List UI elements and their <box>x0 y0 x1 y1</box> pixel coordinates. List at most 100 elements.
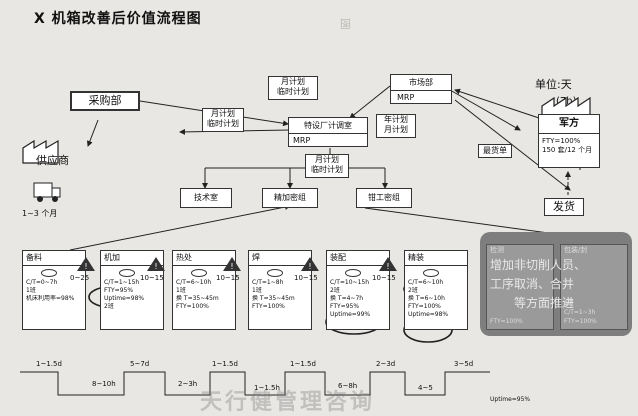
timeline-top-label: 3~5d <box>454 360 474 368</box>
process-box: 精装 C/T=6~10h 2班 换 T=6~10h FTY=100% Uptim… <box>404 250 468 330</box>
watermark: 天行健管理咨询 <box>200 390 376 415</box>
machining-box: 精加密组 <box>262 188 318 208</box>
inventory-triangle-icon: ! <box>223 257 241 271</box>
process-metric: 2班 <box>330 287 340 294</box>
timeline-top-label: 5~7d <box>130 360 150 368</box>
process-title: 精装 <box>405 251 467 266</box>
svg-text:!: ! <box>308 262 311 271</box>
operator-icon <box>41 269 57 277</box>
customer-volume: 150 套/12 个月 <box>542 146 593 154</box>
packing-fty: FTY=100% <box>564 318 597 325</box>
improvement-panel: 检测 FTY=100% 包装/封 1班 C/T=1~3h FTY=100% 增加… <box>480 232 632 336</box>
customer-box: 军方 FTY=100% 150 套/12 个月 <box>538 114 600 168</box>
inventory-triangle-icon: ! <box>301 257 319 271</box>
inspection-title: 检测 <box>490 246 504 254</box>
timeline-bottom-label: 6~8h <box>338 382 358 390</box>
process-metric: C/T=1~8h <box>252 279 284 286</box>
inventory-qty: 10~15 <box>140 274 164 282</box>
unit-label: 单位:天 <box>535 78 572 91</box>
process-metric: C/T=6~10h <box>408 279 444 286</box>
packing-box: 包装/封 1班 C/T=1~3h FTY=100% <box>560 244 628 330</box>
inventory-qty: 0~25 <box>70 274 90 282</box>
marketing-mrp: MRP <box>397 93 415 102</box>
inventory-qty: 10~15 <box>294 274 318 282</box>
process-metric: FTY=100% <box>252 303 285 310</box>
process-metric: C/T=6~10h <box>176 279 212 286</box>
process-metric: C/T=1~15h <box>104 279 140 286</box>
timeline-footer: Uptime=95% <box>490 396 531 403</box>
inspection-fty: FTY=100% <box>490 318 523 325</box>
inventory-triangle-icon: ! <box>77 257 95 271</box>
inventory-qty: 10~15 <box>216 274 240 282</box>
process-metric: C/T=0~7h <box>26 279 58 286</box>
page-title: X 机箱改善后价值流程图 <box>34 11 202 27</box>
process-metric: FTY=100% <box>176 303 209 310</box>
purchasing-box: 采购部 <box>70 91 140 111</box>
process-metric: 换 T=4~7h <box>330 295 364 302</box>
svg-text:!: ! <box>386 262 389 271</box>
packing-shift: 1班 <box>564 300 574 307</box>
process-title: 机加 <box>101 251 163 266</box>
timeline-bottom-label: 1~1.5h <box>254 384 280 392</box>
inventory-qty: 10~15 <box>372 274 396 282</box>
operator-icon <box>267 269 283 277</box>
svg-text:!: ! <box>154 262 157 271</box>
process-box: 焊 C/T=1~8h 1班 换 T=35~45m FTY=100% <box>248 250 312 330</box>
process-metric: FTY=95% <box>330 303 360 310</box>
plan-left-line2: 临时计划 <box>207 119 239 128</box>
process-metric: FTY=100% <box>408 303 441 310</box>
process-metric: 1班 <box>26 287 36 294</box>
process-title: 热处 <box>173 251 235 266</box>
customer-fty: FTY=100% <box>542 137 581 145</box>
timeline-bottom-label: 4~5 <box>418 384 433 392</box>
plan-top-line2: 临时计划 <box>277 87 309 96</box>
planning-box: 特设厂计调室 MRP <box>288 117 368 147</box>
planning-mrp: MRP <box>293 136 311 145</box>
process-box: 机加 C/T=1~15h FTY=95% Uptime=98% 2班 <box>100 250 164 330</box>
improvement-line: 增加非切削人员、 <box>490 258 587 272</box>
plan-right-line2: 月计划 <box>384 125 408 134</box>
customer-factory-icon <box>541 96 591 116</box>
process-metric: Uptime=99% <box>330 311 371 318</box>
improvement-text: 增加非切削人员、 工序取消、合并 等方面推进 <box>490 256 586 313</box>
packing-ct: C/T=1~3h <box>564 309 596 316</box>
process-metric: 1班 <box>176 287 186 294</box>
delivery-label: 发货 <box>553 200 575 213</box>
packing-title: 包装/封 <box>564 246 588 254</box>
process-box: 装配 C/T=10~15h 2班 换 T=4~7h FTY=95% Uptime… <box>326 250 390 330</box>
marketing-box: 市场部 MRP <box>390 74 452 104</box>
timeline-top-label: 1~1.5d <box>290 360 316 368</box>
process-metric: FTY=95% <box>104 287 134 294</box>
operator-icon <box>345 269 361 277</box>
assembly-box: 钳工密组 <box>356 188 412 208</box>
inspection-box: 检测 FTY=100% <box>486 244 554 330</box>
plan-mid-line2: 临时计划 <box>311 165 343 174</box>
svg-text:!: ! <box>84 262 87 271</box>
operator-icon <box>119 269 135 277</box>
operator-icon <box>191 269 207 277</box>
machining-label: 精加密组 <box>274 193 306 202</box>
planning-label: 特设厂计调室 <box>289 118 367 134</box>
plan-left-box: 月计划 临时计划 <box>202 108 244 132</box>
improvement-line: 等方面推进 <box>514 296 575 310</box>
timeline-bottom-label: 2~3h <box>178 380 198 388</box>
plan-top-line1: 月计划 <box>281 77 305 86</box>
process-metric: 换 T=6~10h <box>408 295 445 302</box>
process-metric: Uptime=98% <box>408 311 449 318</box>
delivery-box: 发货 <box>544 198 584 216</box>
order-label: 最货单 <box>483 146 507 155</box>
process-title: 备料 <box>23 251 85 266</box>
operator-icon <box>423 269 439 277</box>
improvement-line: 工序取消、合并 <box>490 277 575 291</box>
process-metric: 换 T=35~45m <box>252 295 295 302</box>
plan-mid-box: 月计划 临时计划 <box>305 154 349 178</box>
timeline-top-label: 1~1.5d <box>212 360 238 368</box>
purchasing-label: 采购部 <box>88 94 122 107</box>
plan-right-line1: 年计划 <box>384 115 408 124</box>
plan-right-box: 年计划 月计划 <box>376 114 416 138</box>
marketing-label: 市场部 <box>391 75 451 91</box>
tech-room-box: 技术室 <box>180 188 232 208</box>
tech-room-label: 技术室 <box>194 193 218 202</box>
assembly-label: 钳工密组 <box>368 193 400 202</box>
process-metric: C/T=10~15h <box>330 279 370 286</box>
